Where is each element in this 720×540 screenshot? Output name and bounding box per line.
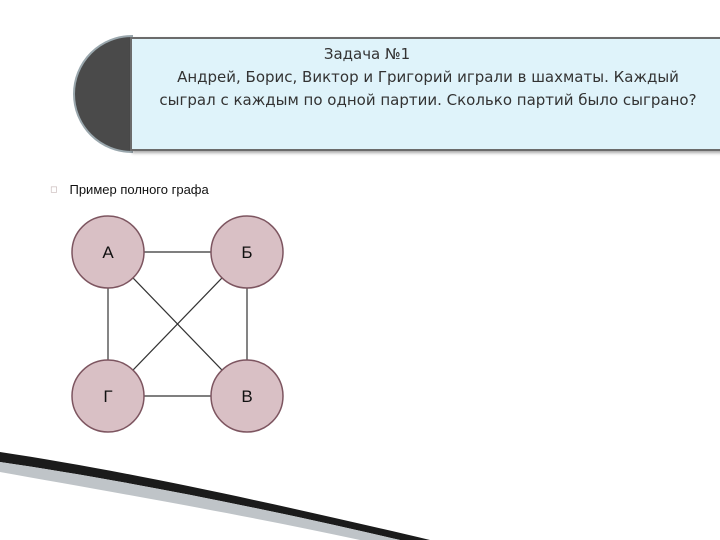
graph-node-circle xyxy=(210,359,284,433)
swoosh-decoration-light xyxy=(0,462,400,540)
graph-node-circle xyxy=(71,215,145,289)
swoosh-decoration xyxy=(0,452,430,540)
graph-node-B: Б xyxy=(210,215,284,289)
graph-edges xyxy=(107,251,248,397)
graph-node-label: В xyxy=(241,387,252,406)
graph-node-circle xyxy=(210,215,284,289)
task-title: Задача №1 xyxy=(323,45,411,63)
task-text: Андрей, Борис, Виктор и Григорий играли … xyxy=(159,68,697,109)
bullet-text: Пример полного графа xyxy=(69,182,209,197)
graph-edge-B-G xyxy=(132,277,223,371)
graph-node-circle xyxy=(71,359,145,433)
graph-nodes: А Б Г В xyxy=(71,215,284,433)
graph-node-label: Г xyxy=(103,387,112,406)
graph-node-label: Б xyxy=(241,243,252,262)
bullet-icon: ◻ xyxy=(50,184,58,195)
graph-node-V: В xyxy=(210,359,284,433)
task-box: Задача №1 Андрей, Борис, Виктор и Григор… xyxy=(130,37,720,151)
header-dark-shape xyxy=(72,34,133,154)
graph-node-label: А xyxy=(102,243,114,262)
graph-node-A: А xyxy=(71,215,145,289)
bullet-item: ◻ Пример полного графа xyxy=(50,182,209,197)
graph-node-G: Г xyxy=(71,359,145,433)
